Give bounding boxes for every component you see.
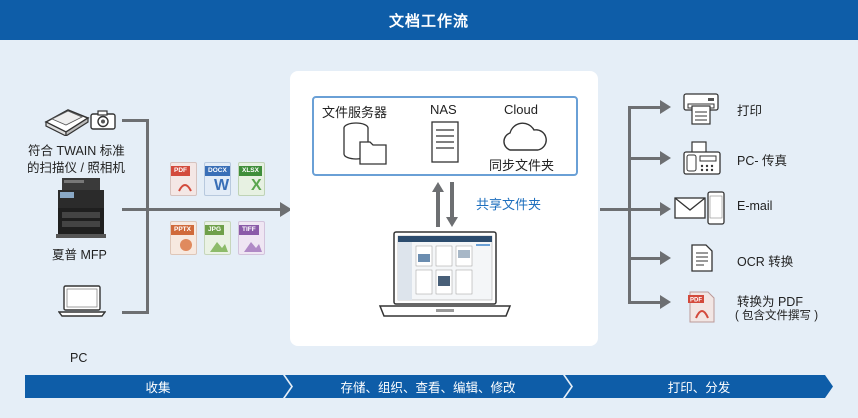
stage-collect-label: 收集 <box>145 381 171 395</box>
xlsx-file-icon: XLSX X <box>238 162 265 196</box>
output-label-fax: PC- 传真 <box>737 154 788 168</box>
laptop-icon <box>58 285 106 317</box>
output-arrowhead-email <box>660 202 671 216</box>
output-branch-fax <box>628 157 662 160</box>
scanner-icon <box>44 109 90 136</box>
input-bracket-top <box>122 119 148 122</box>
output-bracket-vertical <box>628 106 631 304</box>
output-arrowhead-print <box>660 100 671 114</box>
pptx-file-icon: PPTX <box>170 221 197 255</box>
shared-folder-label: 共享文件夹 <box>476 197 542 212</box>
stage-distribute: 打印、分发 <box>565 375 833 398</box>
output-arrowhead-fax <box>660 151 671 165</box>
docx-file-icon: DOCX W <box>204 162 231 196</box>
mfp-label: 夏普 MFP <box>52 248 107 262</box>
output-branch-ocr <box>628 257 662 260</box>
output-arrowhead-pdf <box>660 295 671 309</box>
sync-arrows-icon <box>432 182 458 227</box>
output-label-email: E-mail <box>737 199 773 213</box>
input-bracket-vertical <box>146 119 149 314</box>
scanner-label-line2: 的扫描仪 / 照相机 <box>27 161 125 175</box>
email-icon <box>674 191 725 225</box>
output-label-pdf-sub: ( 包含文件撰写 ) <box>735 310 819 322</box>
workflow-stages: 收集 存储、组织、查看、编辑、修改 打印、分发 <box>25 375 833 398</box>
stage-distribute-label: 打印、分发 <box>667 381 731 395</box>
cloud-label: Cloud <box>504 102 538 117</box>
input-bracket-middle <box>122 208 148 211</box>
svg-text:PDF: PDF <box>690 298 702 304</box>
printer-icon <box>683 93 719 125</box>
jpg-file-icon: JPG <box>204 221 231 255</box>
cloud-icon <box>503 122 547 151</box>
output-arrow-line <box>600 208 630 211</box>
pc-label: PC <box>70 351 88 365</box>
stage-collect: 收集 <box>25 375 291 398</box>
collect-arrow-line <box>146 208 282 211</box>
sync-folder-label: 同步文件夹 <box>489 158 555 173</box>
ocr-document-icon <box>691 244 713 272</box>
file-server-icon <box>343 122 387 165</box>
mfp-printer-icon <box>56 178 106 238</box>
page-title: 文档工作流 <box>0 0 858 40</box>
nas-icon <box>431 121 459 163</box>
pdf-file-icon: PDF <box>170 162 197 196</box>
output-label-print: 打印 <box>737 104 763 118</box>
camera-icon <box>90 110 116 130</box>
output-branch-print <box>628 106 662 109</box>
stage-store: 存储、组织、查看、编辑、修改 <box>285 375 571 398</box>
stage-store-label: 存储、组织、查看、编辑、修改 <box>340 381 516 395</box>
nas-label: NAS <box>430 102 457 117</box>
collect-arrow-head <box>280 202 292 217</box>
scanner-label-line1: 符合 TWAIN 标准 <box>28 144 125 158</box>
tiff-file-icon: TIFF <box>238 221 265 255</box>
pdf-convert-icon: PDF <box>688 291 715 323</box>
laptop-workspace-icon <box>378 231 512 317</box>
output-branch-email <box>628 208 662 211</box>
output-label-pdf: 转换为 PDF <box>737 295 803 309</box>
output-arrowhead-ocr <box>660 251 671 265</box>
output-branch-pdf <box>628 301 662 304</box>
file-server-label: 文件服务器 <box>322 105 388 120</box>
fax-icon <box>683 141 721 175</box>
input-bracket-bottom <box>122 311 148 314</box>
output-label-ocr: OCR 转换 <box>737 255 794 269</box>
